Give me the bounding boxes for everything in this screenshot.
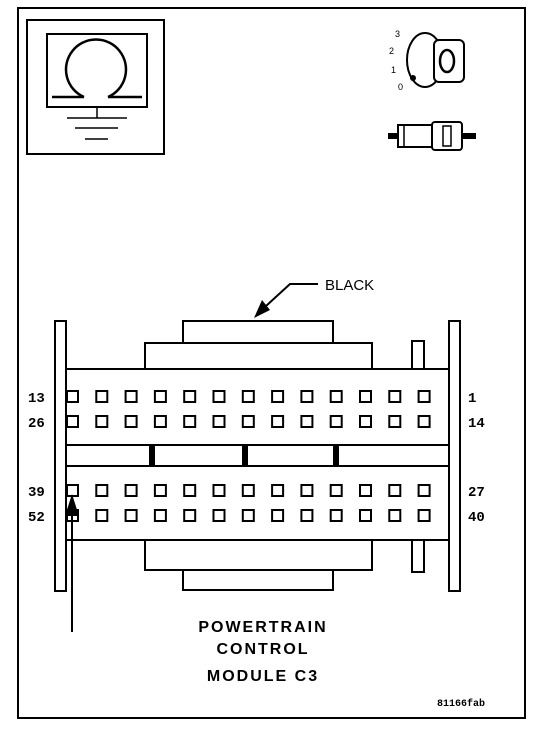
pin-cavity [124,415,138,428]
figure-id: 81166fab [437,698,485,710]
title-line-2: CONTROL [216,641,309,658]
ignition-pos-0: 0 [398,82,403,92]
pin-cavity [271,415,285,428]
title-line-3: MODULE C3 [207,668,319,685]
pin-cavity [417,390,431,403]
pin-cavity [95,390,109,403]
ignition-pos-3: 3 [395,29,400,39]
pin-cavity [359,390,372,403]
pin-label-40: 40 [468,510,485,526]
pin-cavity [95,415,109,428]
pin-cavity [241,415,255,428]
pin-cavity [300,484,314,497]
pin-cavity [124,484,138,497]
pin-cavity [329,484,343,497]
pin-cavity [241,484,255,497]
pin-cavity [183,509,197,522]
pin-cavity [359,509,372,522]
pin-cavity [95,509,109,522]
pin-cavity [153,415,167,428]
pin-cavity [183,390,197,403]
figure-border [17,7,526,719]
pin-cavity [329,509,343,522]
pin-label-27: 27 [468,485,485,501]
pin-label-1: 1 [468,391,476,407]
connector-plug-icon [388,121,476,151]
ignition-key-icon: 3 2 1 0 [389,29,465,92]
pin-cavity-grid [66,390,431,522]
title-line-1: POWERTRAIN [198,619,327,636]
pin-cavity [300,390,314,403]
ground-symbol-panel [26,19,165,155]
ground-icon [67,107,127,140]
pin-cavity [417,509,431,522]
pin-cavity [417,484,431,497]
pin-cavity [271,509,285,522]
pin-cavity [212,509,226,522]
pin-cavity [271,484,285,497]
pin-cavity [153,509,167,522]
pin-cavity [241,390,255,403]
pin-label-13: 13 [28,391,45,407]
pin-cavity [153,390,167,403]
pin-label-26: 26 [28,416,45,432]
ignition-pos-2: 2 [389,46,394,56]
pin-cavity [388,390,402,403]
pin-cavity [359,484,372,497]
pin-cavity [329,390,343,403]
ignition-pos-1: 1 [391,65,396,75]
pin-cavity [359,415,372,428]
pin-cavity [271,390,285,403]
pin-pointer-arrow [65,494,79,632]
pin-cavity [124,390,138,403]
pin-cavity [212,484,226,497]
pin-cavity [241,509,255,522]
color-callout-label: BLACK [325,277,374,294]
pin-cavity [417,415,431,428]
pin-cavity [66,484,79,497]
pin-cavity [388,484,402,497]
pin-cavity [183,415,197,428]
pin-cavity [183,484,197,497]
pin-cavity [212,415,226,428]
connector-body [54,320,461,592]
pin-label-39: 39 [28,485,45,501]
pin-cavity [153,484,167,497]
pin-cavity [66,390,79,403]
pin-label-52: 52 [28,510,45,526]
pin-cavity [95,484,109,497]
pin-label-14: 14 [468,416,485,432]
pin-cavity [66,415,79,428]
pin-cavity [300,509,314,522]
pin-cavity [212,390,226,403]
callout-arrow [254,283,318,318]
pin-cavity [388,509,402,522]
pin-cavity [124,509,138,522]
pin-cavity [329,415,343,428]
pin-cavity [300,415,314,428]
pin-cavity [388,415,402,428]
